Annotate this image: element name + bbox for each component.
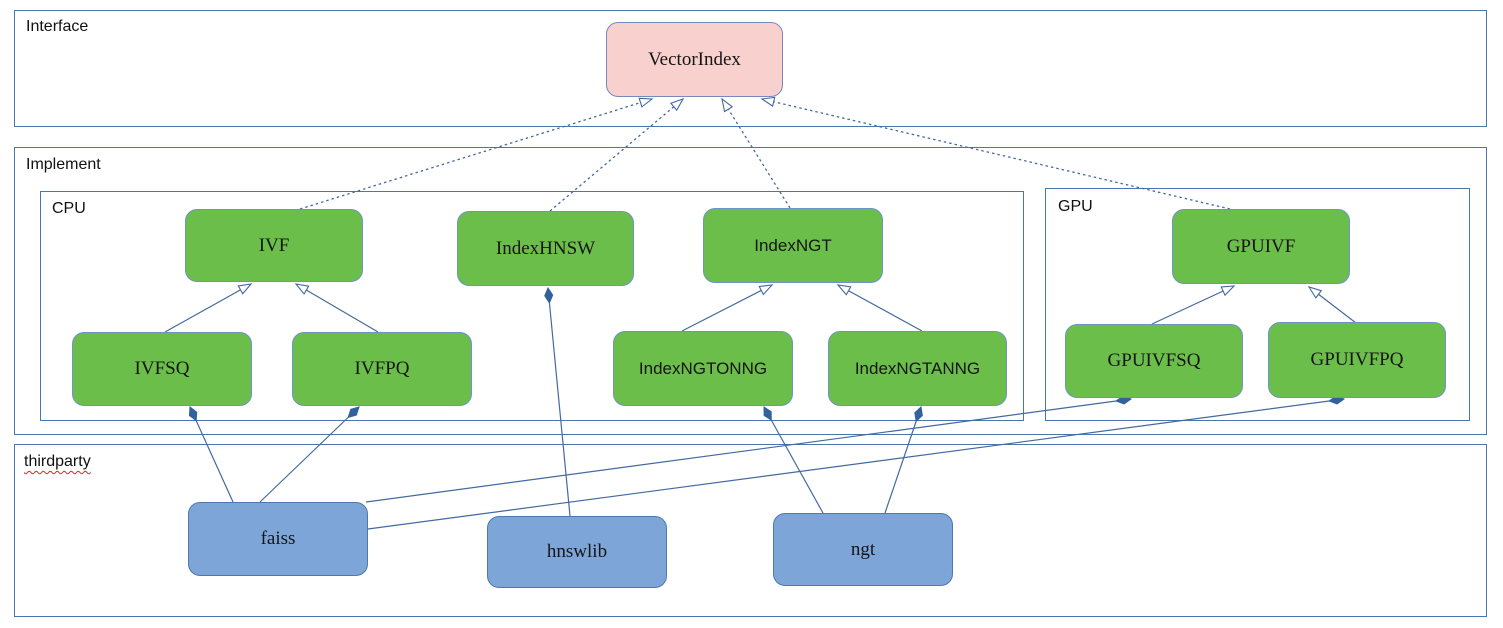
node-gpuivfpq[interactable]: GPUIVFPQ — [1268, 322, 1446, 398]
node-faiss[interactable]: faiss — [188, 502, 368, 576]
node-indexngtanng-label: IndexNGTANNG — [854, 358, 981, 378]
node-ivfsq[interactable]: IVFSQ — [72, 332, 252, 406]
node-ngt[interactable]: ngt — [773, 513, 953, 586]
node-gpuivf-label: GPUIVF — [1226, 235, 1296, 257]
container-label-interface: Interface — [26, 18, 89, 35]
node-ivf-label: IVF — [258, 234, 290, 256]
node-hnswlib-label: hnswlib — [546, 541, 608, 562]
container-label-implement: Implement — [26, 156, 101, 173]
node-gpuivfsq-label: GPUIVFSQ — [1107, 350, 1201, 371]
container-label-gpu: GPU — [1058, 198, 1093, 215]
node-gpuivfpq-label: GPUIVFPQ — [1310, 349, 1404, 370]
node-indexngt-label: IndexNGT — [754, 235, 832, 255]
node-ivf[interactable]: IVF — [185, 209, 363, 282]
node-gpuivf[interactable]: GPUIVF — [1172, 209, 1350, 284]
container-label-thirdparty: thirdparty — [24, 453, 91, 470]
container-label-cpu: CPU — [52, 200, 86, 217]
node-faiss-label: faiss — [260, 528, 296, 549]
node-hnswlib[interactable]: hnswlib — [487, 516, 667, 588]
node-gpuivfsq[interactable]: GPUIVFSQ — [1065, 324, 1243, 398]
node-indexngt[interactable]: IndexNGT — [703, 208, 883, 283]
node-indexhnsw[interactable]: IndexHNSW — [457, 211, 634, 286]
node-ivfpq[interactable]: IVFPQ — [292, 332, 472, 406]
node-vectorindex-label: VectorIndex — [648, 48, 741, 70]
node-vectorindex[interactable]: VectorIndex — [606, 22, 783, 97]
node-indexngtonng-label: IndexNGTONNG — [638, 358, 768, 378]
node-ivfsq-label: IVFSQ — [134, 358, 190, 379]
node-indexhnsw-label: IndexHNSW — [495, 237, 596, 259]
node-indexngtanng[interactable]: IndexNGTANNG — [828, 331, 1007, 406]
node-ngt-label: ngt — [850, 538, 876, 560]
node-ivfpq-label: IVFPQ — [354, 358, 410, 379]
node-indexngtonng[interactable]: IndexNGTONNG — [613, 331, 793, 406]
